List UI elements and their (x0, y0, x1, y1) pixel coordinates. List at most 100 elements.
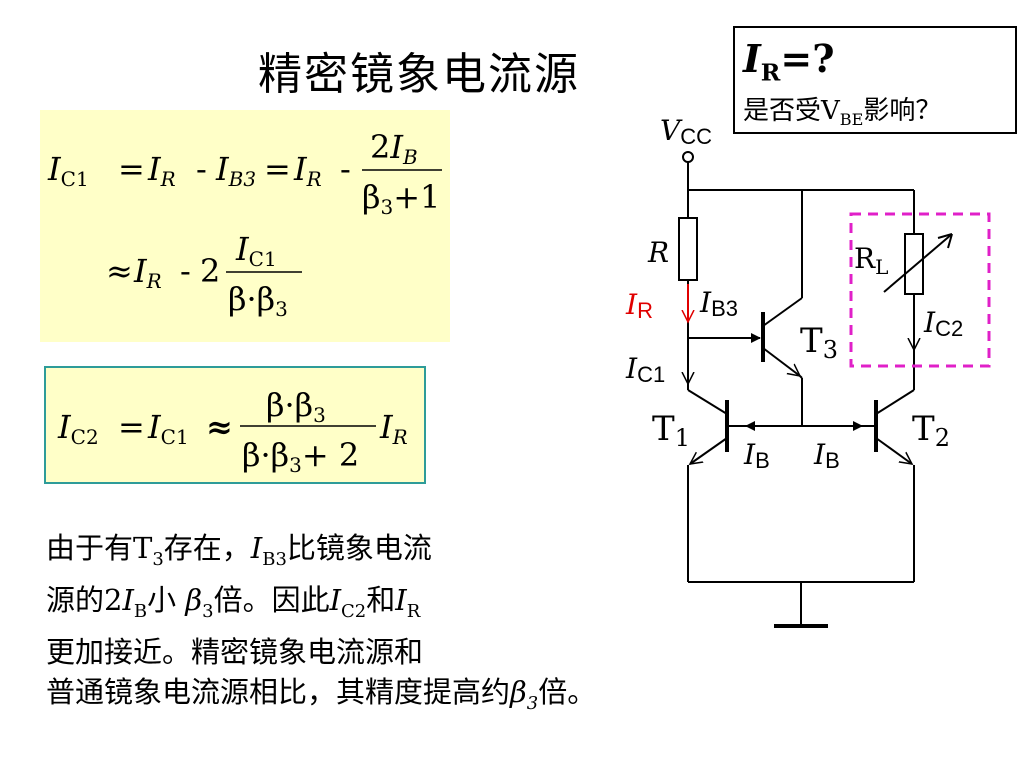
t1-collector (687, 389, 728, 415)
para-line-1: 由于有T3存在，IB3比镜象电流 (46, 528, 596, 580)
svg-text:VCC: VCC (660, 114, 712, 149)
label-t1-T: T (652, 409, 675, 449)
formula-ic1-svg: IC1 = IR - IB3 = IR - 2IB β3+1 ≈ IR - 2 … (47, 128, 442, 321)
t1-emitter (690, 437, 728, 464)
rl-variable-arrow-line (883, 233, 953, 293)
p3-text: 更加接近。精密镜象电流源和 (46, 634, 424, 669)
f2-approx: ≈ (206, 408, 233, 446)
label-ib-right-B: B (825, 448, 840, 473)
p2-I2: I (329, 582, 342, 617)
f1-ib3-sub: B3 (228, 167, 256, 191)
f2-ir-sub: R (392, 425, 408, 449)
f1-l2-den-sub: 3 (275, 297, 288, 321)
f1-l2-den-dot: · (247, 280, 257, 318)
p1-c: 比镜象电流 (286, 531, 432, 565)
f1-l2-den-beta2: β (257, 280, 276, 318)
question-subtext: 是否受VBE影响？ (743, 90, 941, 129)
t3-collector (762, 297, 803, 327)
p2-C2: C2 (341, 600, 367, 622)
label-ic2-C2: C2 (935, 316, 963, 341)
f1-ir-I: I (147, 150, 162, 188)
question-heading: IR=? (743, 36, 834, 87)
svg-text:IR: IR (625, 288, 653, 323)
f2-den: β·β (242, 436, 289, 474)
p1-B3: B3 (262, 548, 287, 570)
p2-B: B (133, 600, 148, 622)
label-ic1-I: I (625, 352, 638, 385)
question-eq: =? (780, 36, 835, 81)
f1-l2-two: 2 (200, 252, 220, 290)
t3-emitter-tail (799, 375, 803, 379)
f1-l2-minus: - (180, 252, 191, 290)
svg-text:IC2: IC2 (923, 306, 963, 341)
p4-sub3: 3 (526, 692, 539, 714)
svg-text:IR: IR (147, 150, 176, 191)
svg-text:IB: IB (743, 438, 770, 473)
svg-text:IC2: IC2 (57, 408, 99, 449)
svg-text:IC1: IC1 (47, 150, 89, 191)
p2-beta: β (185, 582, 203, 617)
label-ic1-C1: C1 (637, 362, 665, 387)
svg-text:β3+1: β3+1 (362, 178, 440, 219)
svg-text:IB3: IB3 (215, 150, 256, 191)
svg-text:IC1: IC1 (147, 408, 189, 449)
label-t3-T: T (800, 321, 823, 361)
label-t2-T: T (912, 409, 935, 449)
svg-text:β·β3: β·β3 (266, 386, 326, 427)
f1-minus2: - (340, 150, 351, 188)
label-ib-right-I: I (813, 438, 826, 471)
f1-num-2: 2 (370, 128, 390, 166)
p2-c: 倍。因此 (213, 582, 330, 617)
rl-dashed-box (849, 212, 991, 368)
vcc-terminal (682, 151, 694, 163)
label-r: R (647, 236, 669, 269)
f2-ic1-I: I (147, 408, 162, 446)
label-vcc-V: V (660, 114, 683, 147)
f1-ir2-I: I (293, 150, 308, 188)
t2-collector (875, 389, 915, 415)
p2-I: I (122, 582, 134, 617)
label-ib3-I: I (699, 286, 712, 319)
f2-num: β·β (266, 386, 313, 424)
p4-b: 倍。 (538, 674, 597, 709)
question-R-sub: R (760, 58, 781, 87)
p2-a: 源的2 (46, 582, 123, 617)
svg-text:IB3: IB3 (699, 286, 738, 321)
f1-minus1: - (196, 150, 207, 188)
f1-ib3-I: I (215, 150, 230, 188)
f2-ic2-sub: C2 (71, 425, 99, 449)
f1-approx: ≈ (106, 252, 133, 290)
question-box: IR=? 是否受VBE影响？ (733, 26, 1017, 134)
f2-den-plus: + 2 (302, 436, 359, 474)
label-ib-left-B: B (755, 448, 770, 473)
svg-text:IC1: IC1 (625, 352, 665, 387)
label-vcc-CC: CC (680, 124, 712, 149)
svg-text:T3: T3 (800, 321, 838, 364)
formula-box-ic1: IC1 = IR - IB3 = IR - 2IB β3+1 ≈ IR - 2 … (40, 110, 450, 342)
question-sub-prefix: 是否受V (743, 96, 840, 126)
p2-I3: I (395, 582, 407, 617)
f1-ic1-sub: C1 (61, 167, 89, 191)
label-ib3-B3: B3 (711, 296, 738, 321)
f1-l2-ir-sub: R (146, 269, 162, 293)
f2-ic2-I: I (57, 408, 72, 446)
label-ir-I: I (625, 288, 638, 321)
f1-num-I: I (389, 128, 404, 166)
p2-sub3: 3 (202, 600, 214, 622)
question-I: I (743, 36, 761, 81)
f1-ir-sub: R (160, 167, 176, 191)
p4-beta: β (510, 674, 527, 709)
f1-l2-num-I: I (235, 230, 250, 268)
label-ir-R: R (637, 298, 653, 323)
resistor-rl (904, 233, 924, 295)
t2-emitter (875, 437, 912, 464)
label-t2-2: 2 (935, 424, 950, 452)
svg-text:IR: IR (379, 408, 408, 449)
svg-text:IR: IR (133, 252, 162, 293)
p1-sub3: 3 (152, 548, 164, 570)
svg-text:RL: RL (854, 242, 888, 279)
svg-text:IC1: IC1 (235, 230, 277, 271)
label-rl-L: L (875, 255, 888, 279)
f1-ir2-sub: R (306, 167, 322, 191)
f1-eq1: = (118, 150, 145, 188)
